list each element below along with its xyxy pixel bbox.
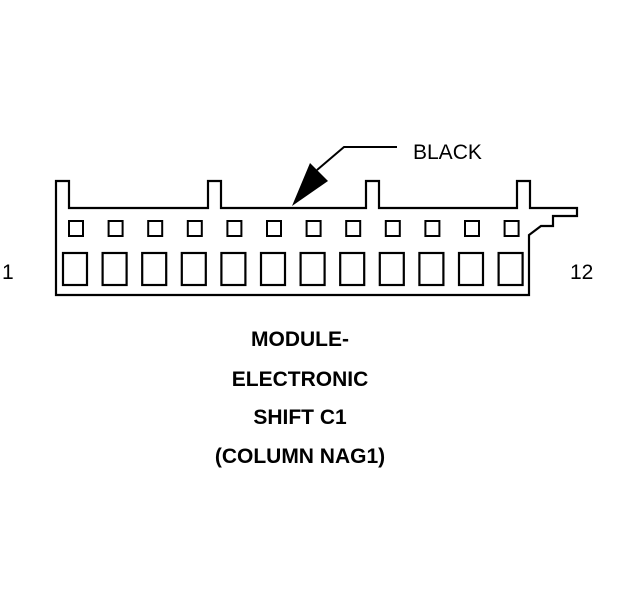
small-cavity bbox=[384, 220, 401, 237]
small-cavity bbox=[345, 220, 362, 237]
connector-housing bbox=[54, 179, 579, 297]
pin-cavity bbox=[141, 251, 168, 287]
small-cavity bbox=[464, 220, 480, 237]
large-cavity-row bbox=[61, 251, 524, 287]
small-cavity bbox=[68, 220, 84, 237]
small-cavity bbox=[147, 220, 164, 237]
pin-cavity bbox=[418, 251, 445, 287]
small-cavity bbox=[266, 220, 282, 237]
small-cavity-row bbox=[68, 220, 520, 237]
pin-cavity bbox=[61, 251, 89, 287]
color-label: BLACK bbox=[413, 141, 482, 164]
arrow-head-icon bbox=[292, 163, 328, 206]
small-cavity bbox=[226, 220, 243, 237]
pin-last-label: 12 bbox=[570, 261, 593, 284]
pin-cavity bbox=[299, 251, 326, 287]
pin-cavity bbox=[180, 251, 207, 287]
pin-cavity bbox=[259, 251, 287, 287]
title-line-4: (COLUMN NAG1) bbox=[215, 445, 385, 468]
pin-cavity bbox=[378, 251, 405, 287]
pin-cavity bbox=[497, 251, 524, 287]
pin-cavity bbox=[457, 251, 485, 287]
pin-cavity bbox=[101, 251, 128, 287]
small-cavity bbox=[424, 220, 441, 237]
title-line-3: SHIFT C1 bbox=[253, 406, 347, 429]
pin-cavity bbox=[339, 251, 366, 287]
leader-line bbox=[316, 146, 397, 171]
small-cavity bbox=[503, 220, 520, 237]
small-cavity bbox=[107, 220, 124, 237]
title-line-2: ELECTRONIC bbox=[232, 368, 369, 391]
small-cavity bbox=[305, 220, 322, 237]
small-cavity bbox=[186, 220, 203, 237]
pin-cavity bbox=[220, 251, 247, 287]
pin-first-label: 1 bbox=[2, 261, 14, 284]
title-line-1: MODULE- bbox=[251, 328, 349, 351]
